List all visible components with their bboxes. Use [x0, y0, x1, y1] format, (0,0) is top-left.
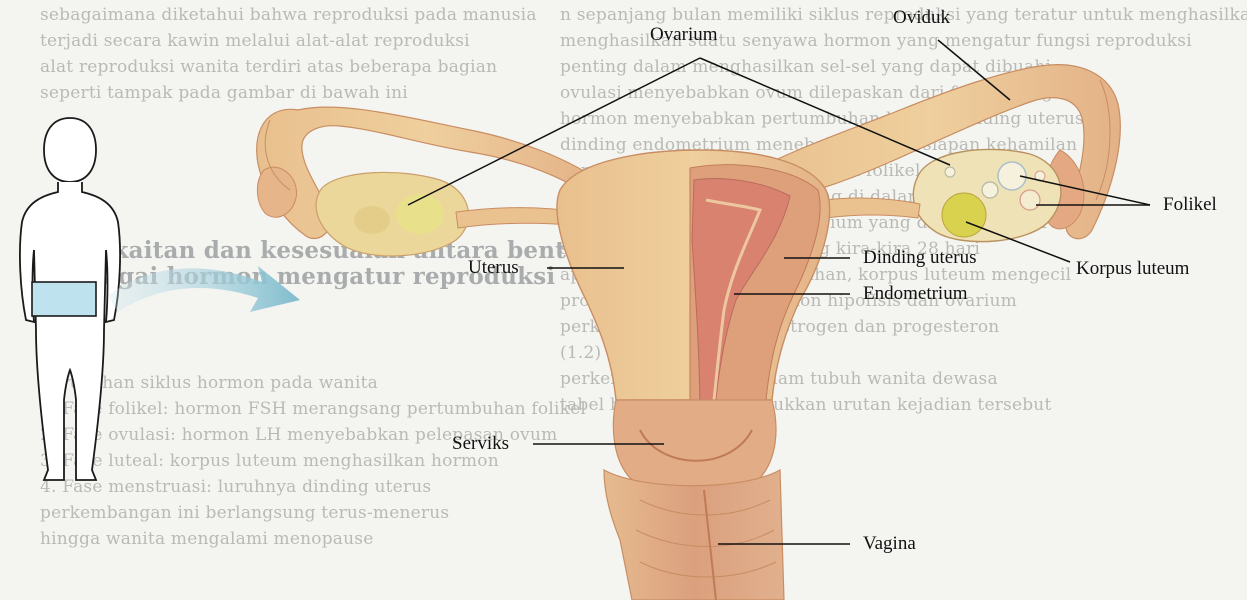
- right-ovary: [913, 149, 1061, 241]
- vagina: [604, 470, 784, 600]
- label-endometrium: Endometrium: [863, 283, 967, 305]
- label-folikel: Folikel: [1163, 194, 1217, 216]
- right-ovarian-ligament: [824, 198, 920, 218]
- left-ovary: [316, 172, 468, 256]
- label-vagina: Vagina: [863, 533, 916, 555]
- label-ovarium: Ovarium: [650, 24, 718, 46]
- uterus: [557, 150, 830, 420]
- label-serviks: Serviks: [452, 433, 509, 455]
- highlight-box: [32, 282, 96, 316]
- pointer-arrow: [108, 266, 300, 312]
- label-dinding-uterus: Dinding uterus: [863, 247, 976, 269]
- cervix: [613, 400, 776, 490]
- label-korpus-luteum: Korpus luteum: [1076, 258, 1189, 280]
- label-uterus: Uterus: [468, 257, 519, 279]
- label-oviduk: Oviduk: [893, 7, 950, 29]
